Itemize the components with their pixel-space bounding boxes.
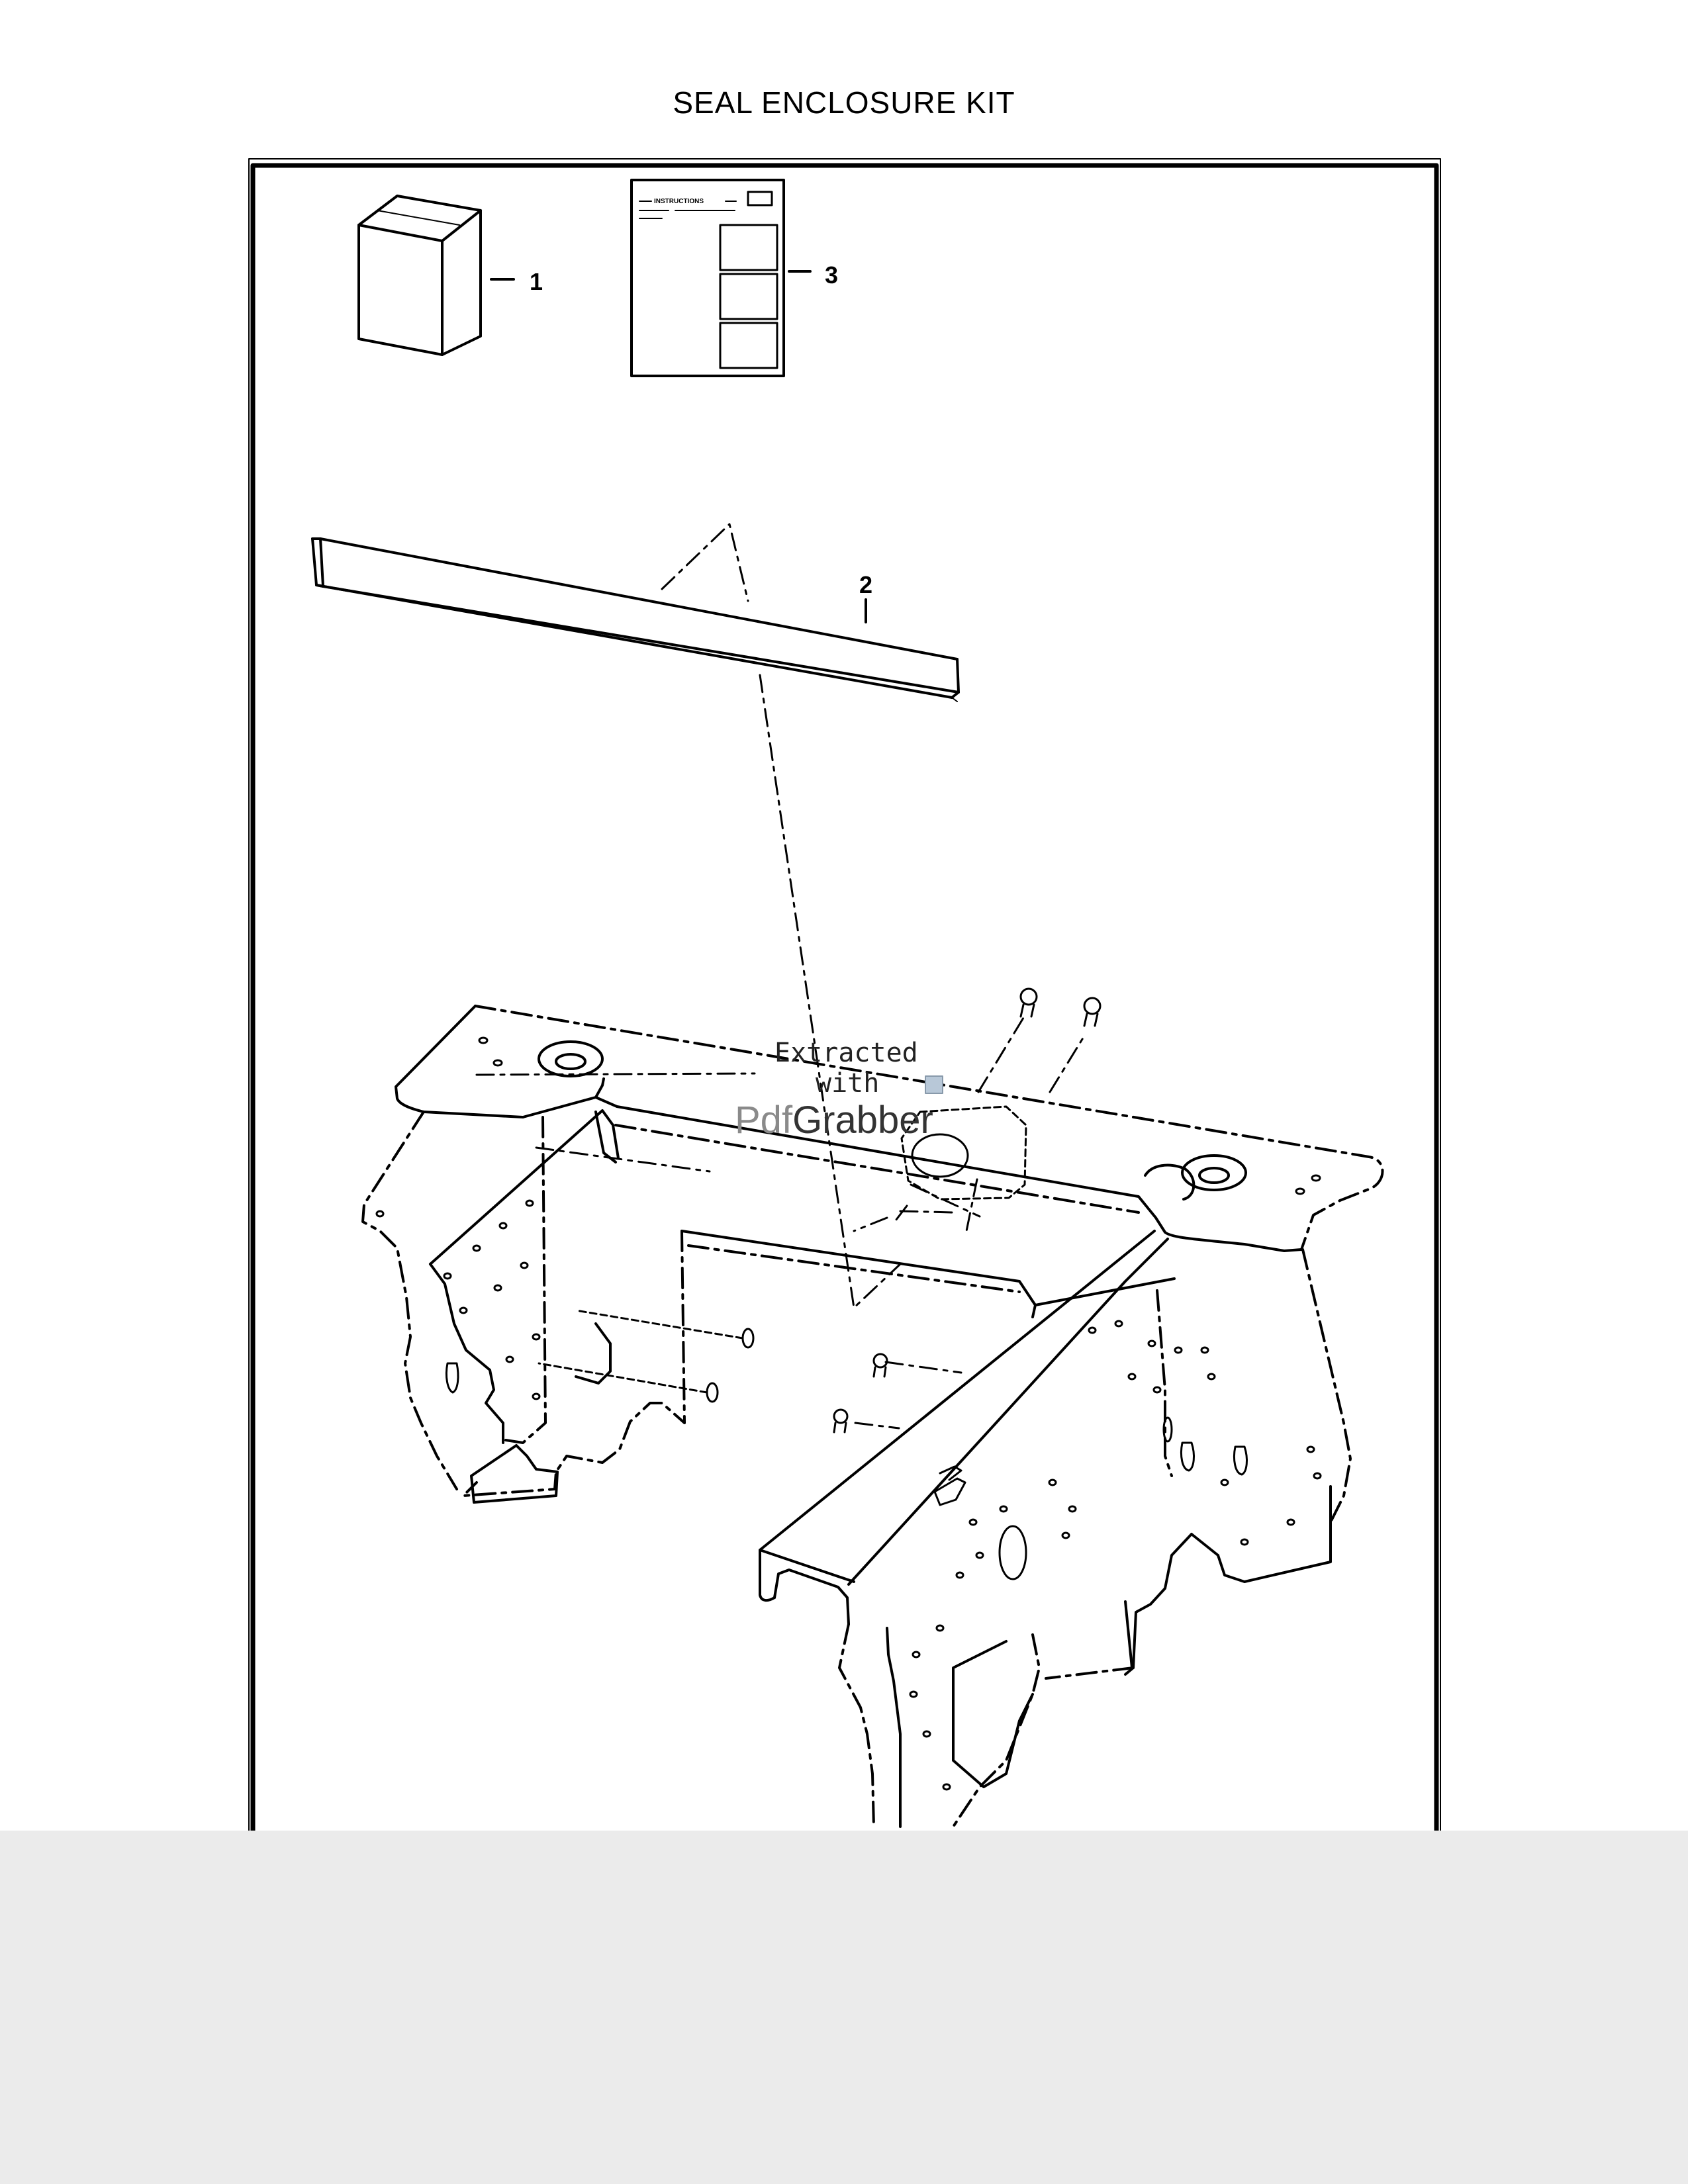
cross-member xyxy=(594,1111,1176,1318)
screw-mid-3 xyxy=(872,1353,888,1378)
watermark-brand: PdfGrabber xyxy=(735,1099,933,1142)
screw-mid-1 xyxy=(575,1309,755,1349)
item-1-box xyxy=(357,195,482,356)
watermark-line-2: with xyxy=(816,1068,879,1099)
screw-top-1 xyxy=(1019,987,1038,1018)
top-plate-holes xyxy=(478,1036,1321,1195)
boss-right xyxy=(1181,1154,1247,1191)
diagram-frame-outer xyxy=(248,158,1441,1831)
left-panel-holes xyxy=(375,1199,541,1400)
callout-1: 1 xyxy=(530,268,543,295)
right-side-panel xyxy=(838,1248,1352,1828)
access-plate xyxy=(900,1105,1027,1201)
left-side-panel xyxy=(361,1109,686,1504)
boss-left xyxy=(538,1040,604,1077)
right-panel-holes xyxy=(909,1320,1322,1791)
watermark: Extracted with PdfGrabber xyxy=(735,1038,943,1142)
item-3-instructions: INSTRUCTIONS xyxy=(630,179,785,377)
diagram-frame xyxy=(250,163,1439,1831)
document-page: SEAL ENCLOSURE KIT 1 INSTRUCTIONS xyxy=(0,0,1688,1831)
parts-diagram: 1 INSTRUCTIONS 3 2 xyxy=(248,158,1441,1831)
screw-mid-2 xyxy=(538,1362,719,1403)
assembly-guide-lines xyxy=(475,523,1087,1430)
item-2-seal-strip xyxy=(311,537,960,702)
watermark-logo-icon xyxy=(925,1075,943,1094)
callout-3: 3 xyxy=(825,261,838,289)
page-title: SEAL ENCLOSURE KIT xyxy=(673,85,1015,120)
watermark-brand-pdf: Pdf xyxy=(735,1099,793,1142)
right-channel xyxy=(759,1230,1169,1625)
watermark-brand-grabber: Grabber xyxy=(792,1099,933,1142)
screw-mid-4 xyxy=(833,1408,849,1433)
watermark-line-1: Extracted xyxy=(774,1038,918,1068)
instructions-header: INSTRUCTIONS xyxy=(654,198,704,205)
callout-2: 2 xyxy=(859,571,872,598)
screw-top-2 xyxy=(1083,997,1102,1027)
